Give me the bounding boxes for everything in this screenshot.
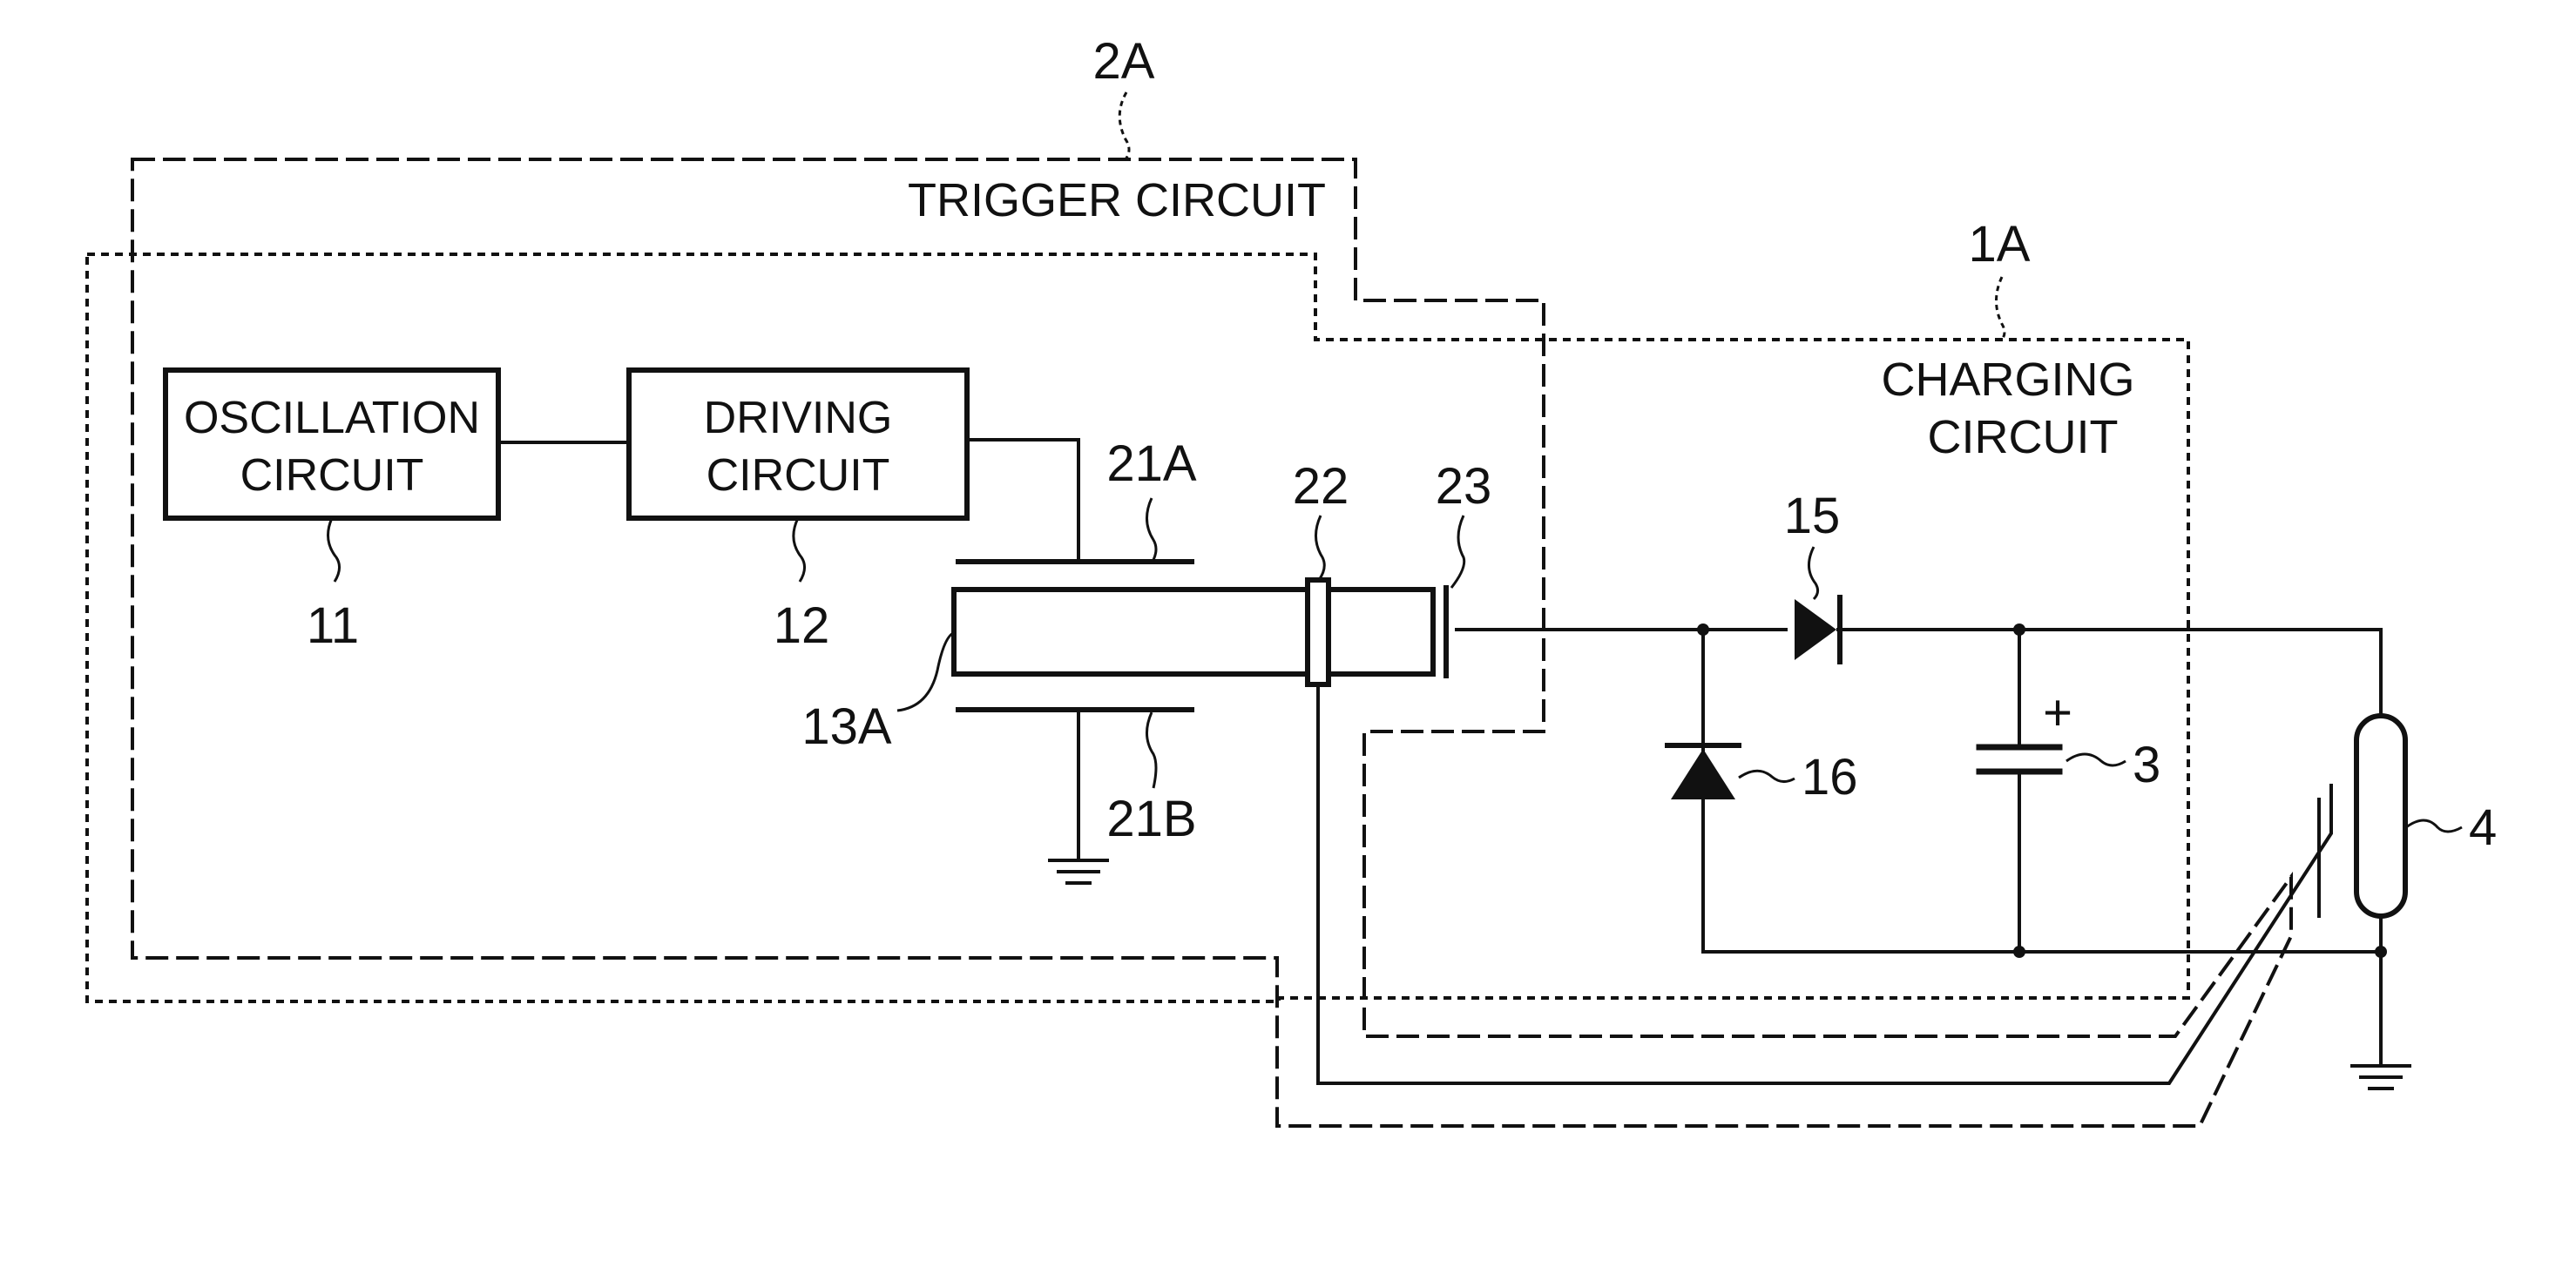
driving-circuit-leader [794, 518, 805, 582]
ground-symbol-icon [1050, 860, 1107, 883]
capacitor-leader [2066, 754, 2126, 765]
diode-icon [1795, 597, 1840, 662]
electrode-top-ref: 21A [1106, 435, 1197, 492]
electrode-bottom-leader [1146, 712, 1156, 788]
ground-symbol-icon [2352, 1066, 2410, 1089]
driving-circuit-label-line1: DRIVING [704, 393, 893, 443]
ring-electrode-ref: 22 [1293, 458, 1349, 515]
junction-dot [2375, 946, 2387, 958]
driving-circuit-label-line2: CIRCUIT [707, 450, 890, 501]
output-electrode-ref: 23 [1436, 458, 1492, 515]
trigger-circuit-ref: 2A [1093, 33, 1155, 90]
transformer-core-ref: 13A [801, 698, 892, 755]
driving-circuit-ref: 12 [774, 597, 830, 654]
junction-dot [2013, 946, 2025, 958]
oscillation-circuit-ref: 11 [307, 597, 359, 654]
oscillation-circuit-leader [328, 518, 340, 582]
capacitor-ref: 3 [2133, 737, 2160, 793]
output-electrode-leader [1451, 516, 1464, 588]
wire-top-rail-right [1838, 630, 2381, 716]
charging-circuit-ref: 1A [1969, 216, 2031, 273]
junction-dot [2013, 624, 2025, 636]
wire-driving-to-electrode [967, 440, 1078, 562]
wire-trigger-lead [1318, 684, 2331, 1083]
trigger-circuit-label: TRIGGER CIRCUIT [908, 174, 1326, 226]
flash-tube-leader [2406, 820, 2462, 832]
diode-shunt-ref: 16 [1802, 749, 1858, 806]
charging-circuit-label-line1: CHARGING [1881, 354, 2134, 406]
diode-series-ref: 15 [1784, 488, 1841, 544]
flash-tube-ref: 4 [2469, 799, 2497, 856]
charging-circuit-label-line2: CIRCUIT [1928, 411, 2119, 463]
capacitor-icon [1979, 747, 2059, 772]
electrode-top-leader [1146, 498, 1156, 560]
trigger-circuit-leader [1119, 92, 1129, 159]
oscillation-circuit-label-line1: OSCILLATION [184, 393, 480, 443]
junction-dot [1697, 624, 1709, 636]
flash-tube-icon [2356, 716, 2405, 916]
diode-icon [1667, 745, 1739, 799]
ring-electrode-22 [1308, 580, 1329, 684]
transformer-core-13A [954, 590, 1433, 674]
transformer-core-leader [897, 632, 955, 711]
diode-shunt-leader [1739, 771, 1795, 781]
ring-electrode-leader [1315, 516, 1324, 580]
charging-circuit-leader [1997, 277, 2005, 340]
electrode-bottom-ref: 21B [1106, 791, 1196, 847]
oscillation-circuit-label-line2: CIRCUIT [240, 450, 424, 501]
capacitor-polarity: + [2043, 684, 2072, 741]
diode-series-leader [1809, 547, 1817, 599]
